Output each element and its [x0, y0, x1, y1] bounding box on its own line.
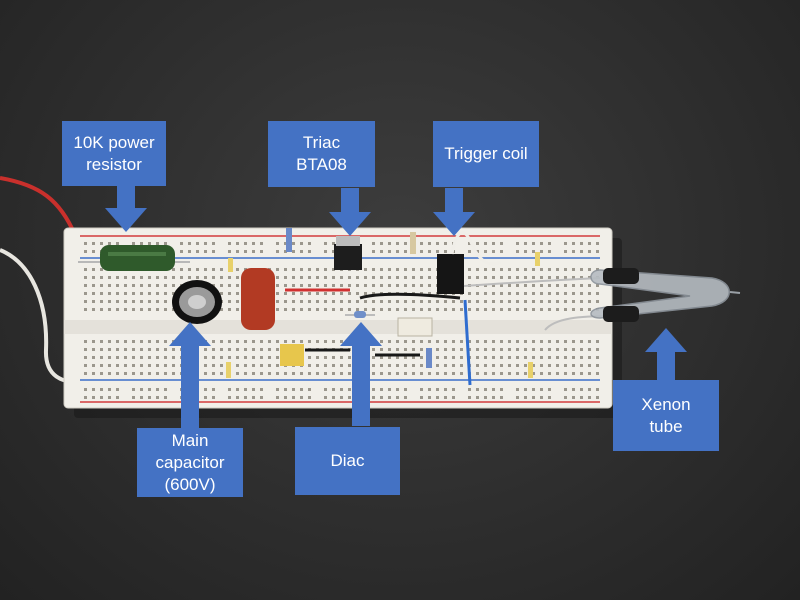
main-capacitor-arrow — [169, 322, 211, 430]
trigger-coil-arrow — [433, 188, 475, 236]
trigger-coil-label: Trigger coil — [433, 121, 539, 187]
main-capacitor-label: Main capacitor (600V) — [137, 428, 243, 497]
diac-arrow — [340, 322, 382, 426]
diac-label: Diac — [295, 427, 400, 495]
xenon-tube-label: Xenon tube — [613, 380, 719, 451]
film-capacitor — [241, 268, 275, 330]
diac — [354, 311, 366, 318]
power-resistor-label: 10K power resistor — [62, 121, 166, 186]
triac — [334, 244, 362, 270]
small-capacitor — [280, 344, 304, 366]
xenon-tube-arrow — [645, 328, 687, 380]
trigger-coil — [437, 254, 464, 294]
triac-label: Triac BTA08 — [268, 121, 375, 187]
power-resistor-arrow — [105, 186, 147, 232]
triac-arrow — [329, 188, 371, 236]
power-resistor — [100, 245, 175, 271]
